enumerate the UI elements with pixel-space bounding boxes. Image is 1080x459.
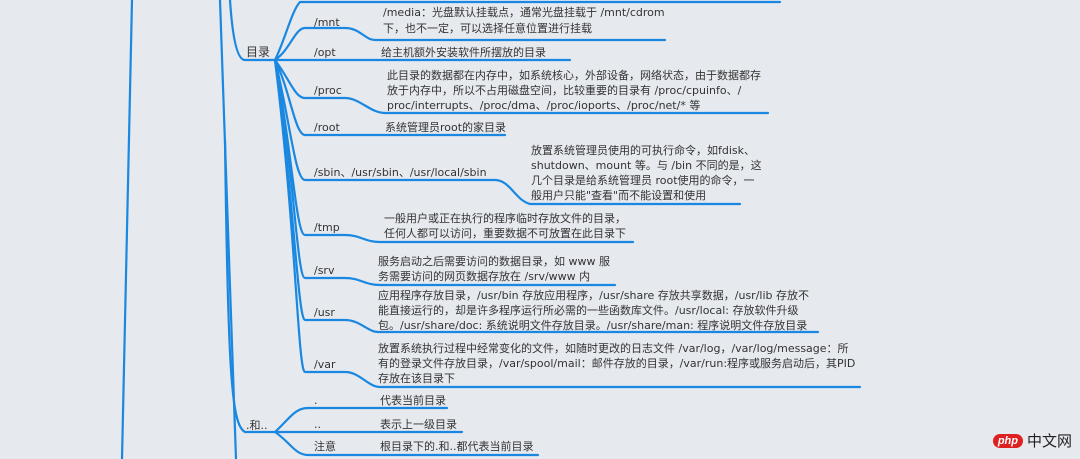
node-desc-root: 系统管理员root的家目录	[385, 121, 507, 134]
node-desc-mnt-2: 下，也不一定，可以选择任意位置进行挂载	[383, 22, 592, 35]
node-desc-proc-2: 放于内存中，所以不占用磁盘空间，比较重要的目录有 /proc/cpuinfo、/	[387, 84, 742, 97]
php-logo-icon: php	[992, 433, 1023, 448]
node-key-mnt[interactable]: /mnt	[314, 16, 340, 29]
node-key-note[interactable]: 注意	[314, 440, 336, 453]
node-desc-usr-2: 能直接运行的，却是许多程序运行所必需的一些函数库文件。/usr/local: 存…	[378, 304, 799, 317]
node-dots[interactable]: .和..	[246, 419, 268, 432]
node-desc-tmp-2: 任何人都可以访问，重要数据不可放置在此目录下	[384, 227, 626, 240]
node-desc-sbin-4: 般用户只能"查看"而不能设置和使用	[531, 189, 707, 202]
node-desc-var-1: 放置系统执行过程中经常变化的文件，如随时更改的日志文件 /var/log，/va…	[378, 342, 849, 355]
node-desc-proc-3: proc/interrupts、/proc/dma、/proc/ioports、…	[387, 99, 701, 112]
node-directory[interactable]: 目录	[246, 45, 271, 59]
node-desc-sbin-2: shutdown、mount 等。与 /bin 不同的是，这	[531, 159, 762, 172]
node-desc-sbin-1: 放置系统管理员使用的可执行命令，如fdisk、	[531, 144, 756, 157]
node-desc-opt: 给主机额外安装软件所摆放的目录	[381, 46, 546, 59]
node-desc-note: 根目录下的.和..都代表当前目录	[380, 440, 534, 453]
node-desc-srv-2: 务需要访问的网页数据存放在 /srv/www 内	[378, 270, 591, 283]
node-desc-var-2: 有的登录文件存放目录，/var/spool/mail：邮件存放的目录，/var/…	[378, 357, 856, 370]
node-key-opt[interactable]: /opt	[314, 46, 336, 59]
node-key-proc[interactable]: /proc	[314, 84, 342, 97]
node-desc-sbin-3: 几个目录是给系统管理员 root使用的命令，一	[531, 174, 755, 187]
watermark-text: 中文网	[1026, 432, 1072, 450]
node-desc-dot: 代表当前目录	[380, 394, 446, 407]
node-desc-dotdot: 表示上一级目录	[380, 418, 457, 431]
node-key-dotdot[interactable]: ..	[314, 418, 321, 431]
node-desc-proc-1: 此目录的数据都在内存中，如系统核心，外部设备，网络状态，由于数据都存	[387, 69, 761, 82]
node-key-srv[interactable]: /srv	[314, 264, 335, 277]
node-desc-usr-1: 应用程序存放目录，/usr/bin 存放应用程序，/usr/share 存放共享…	[378, 289, 809, 302]
node-desc-tmp-1: 一般用户或正在执行的程序临时存放文件的目录，	[384, 212, 626, 225]
node-key-usr[interactable]: /usr	[314, 306, 335, 319]
node-desc-srv-1: 服务启动之后需要访问的数据目录，如 www 服	[378, 255, 610, 268]
node-key-dot[interactable]: .	[314, 394, 318, 407]
node-key-var[interactable]: /var	[314, 358, 336, 371]
node-key-root[interactable]: /root	[314, 121, 340, 134]
node-desc-usr-3: 包。/usr/share/doc: 系统说明文件存放目录。/usr/share/…	[378, 319, 808, 332]
node-key-tmp[interactable]: /tmp	[314, 221, 340, 234]
php-cn-watermark: php 中文网	[992, 430, 1072, 451]
node-desc-mnt-1: /media：光盘默认挂载点，通常光盘挂载于 /mnt/cdrom	[383, 6, 665, 19]
node-key-sbin[interactable]: /sbin、/usr/sbin、/usr/local/sbin	[314, 166, 487, 179]
node-desc-var-3: 存放在该目录下	[378, 372, 455, 385]
